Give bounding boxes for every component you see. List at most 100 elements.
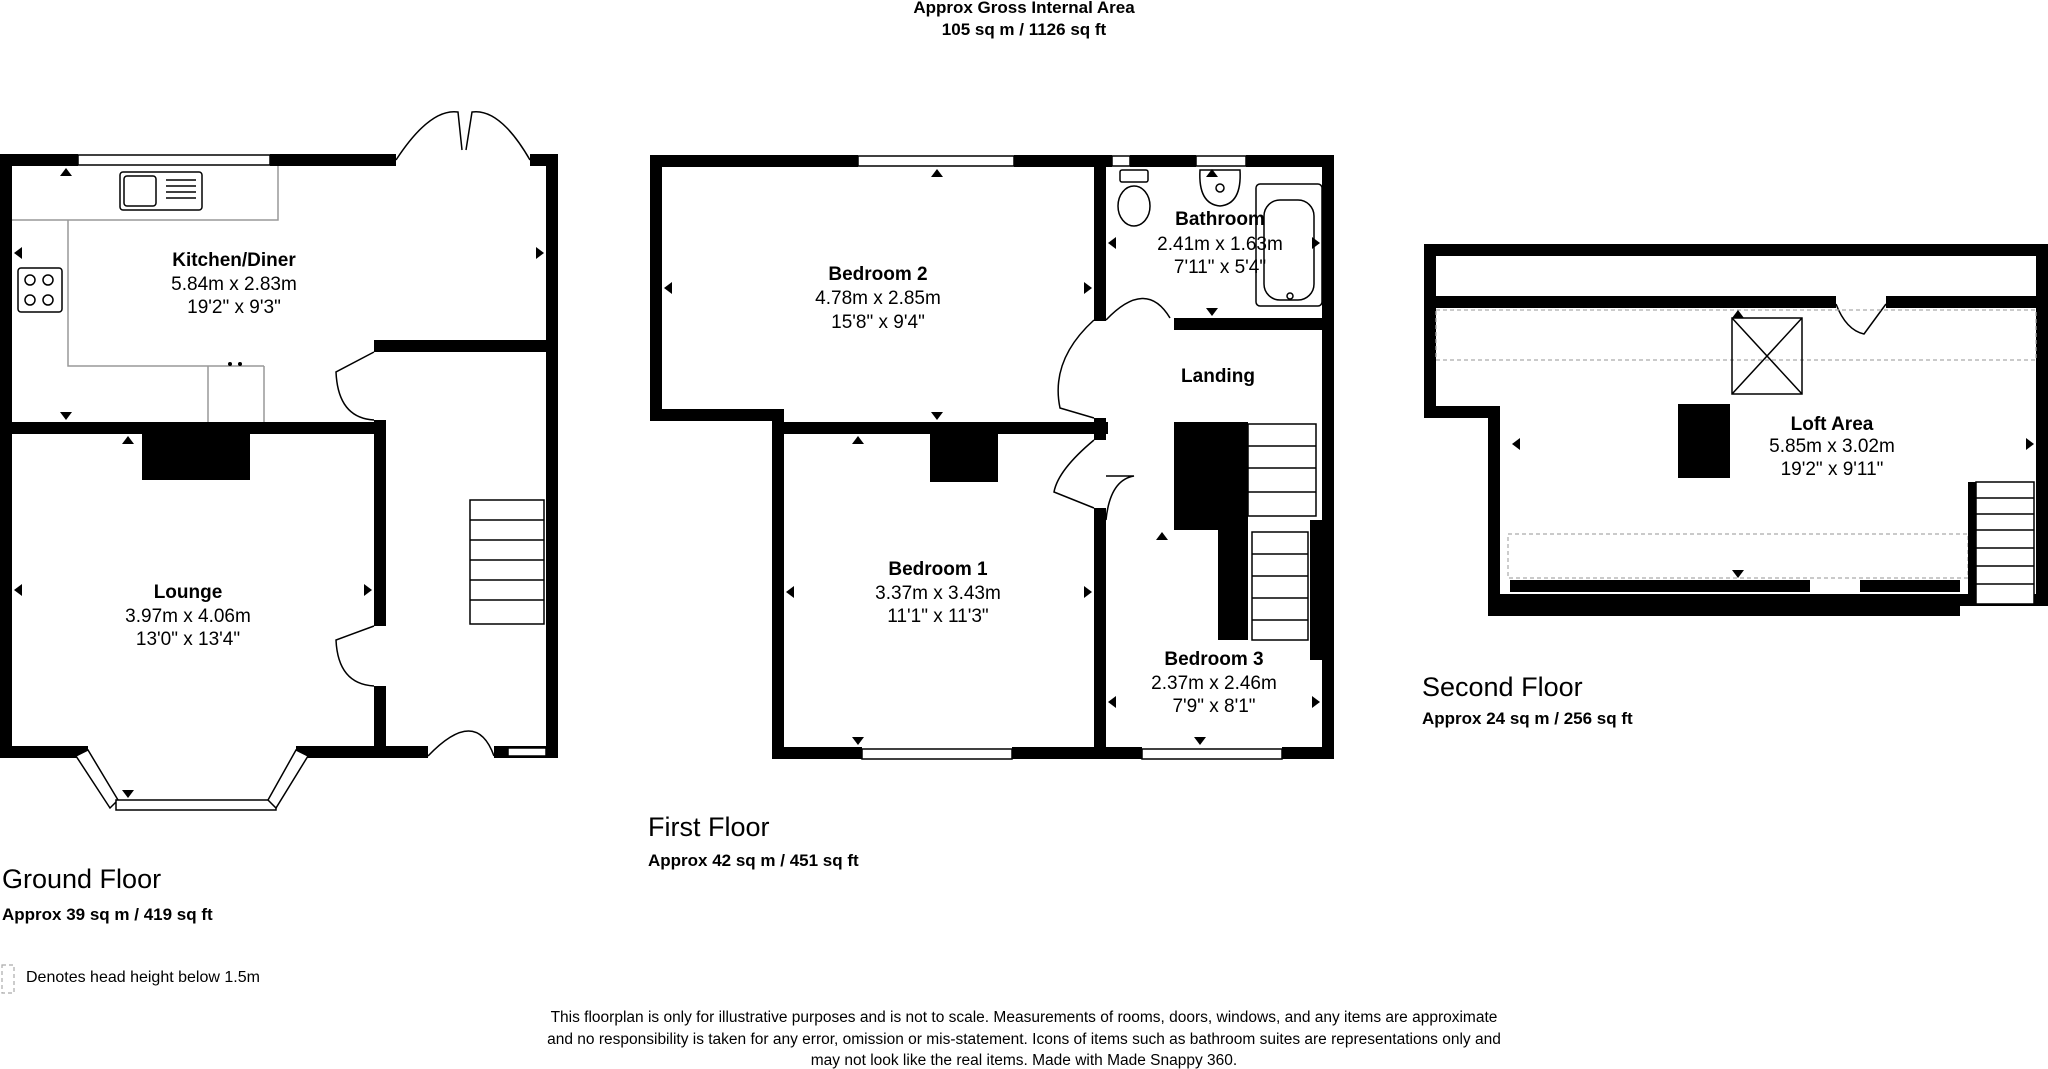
wall bbox=[1886, 296, 2036, 308]
wall bbox=[0, 154, 78, 166]
loft-metric: 5.85m x 3.02m bbox=[1769, 436, 1895, 457]
ground-staircase bbox=[469, 499, 545, 625]
bedroom2-imperial: 15'8" x 9'4" bbox=[831, 312, 925, 333]
lounge-name: Lounge bbox=[154, 582, 223, 603]
bedroom3-window bbox=[1141, 748, 1283, 760]
wall bbox=[1094, 155, 1106, 321]
landing-name: Landing bbox=[1181, 366, 1255, 387]
bathroom-name: Bathroom bbox=[1175, 209, 1265, 230]
wall bbox=[1436, 296, 1836, 308]
bedroom2-name: Bedroom 2 bbox=[828, 264, 927, 285]
bedroom1-metric: 3.37m x 3.43m bbox=[875, 583, 1001, 604]
low-headroom-zone bbox=[1435, 309, 2037, 361]
wall bbox=[1488, 406, 1500, 616]
disclaimer-line-1: This floorplan is only for illustrative … bbox=[551, 1009, 1498, 1026]
bath-icon bbox=[1255, 183, 1323, 307]
kitchen-door bbox=[335, 351, 375, 421]
stair-void bbox=[1174, 422, 1248, 530]
bathroom-metric: 2.41m x 1.63m bbox=[1157, 234, 1283, 255]
loft-staircase bbox=[1968, 481, 2035, 605]
wall bbox=[1246, 155, 1332, 167]
bedroom2-metric: 4.78m x 2.85m bbox=[815, 288, 941, 309]
appliance-icon bbox=[228, 362, 242, 366]
wall bbox=[772, 747, 862, 759]
wall bbox=[650, 155, 662, 421]
bedroom1-door bbox=[1053, 439, 1095, 509]
wall bbox=[1014, 155, 1112, 167]
second-floor-plan: Loft Area 5.85m x 3.02m 19'2" x 9'11" Se… bbox=[1422, 244, 2048, 728]
bathroom-door bbox=[1105, 297, 1171, 321]
kitchen-imperial: 19'2" x 9'3" bbox=[187, 297, 281, 318]
french-door-right bbox=[465, 111, 531, 161]
bedroom3-door bbox=[1105, 475, 1135, 521]
wall bbox=[0, 154, 12, 754]
worktop-outline bbox=[12, 166, 279, 422]
kitchen-name: Kitchen/Diner bbox=[172, 250, 296, 271]
bathroom-imperial: 7'11" x 5'4" bbox=[1174, 257, 1266, 278]
wall bbox=[1860, 580, 1960, 592]
hob-icon bbox=[17, 267, 63, 313]
bedroom2-door bbox=[1057, 319, 1095, 419]
loft-door bbox=[1835, 303, 1887, 335]
bedroom3-imperial: 7'9" x 8'1" bbox=[1172, 696, 1255, 717]
bedroom2-window bbox=[857, 155, 1015, 167]
first-measure-arrows bbox=[664, 169, 1320, 745]
lounge-imperial: 13'0" x 13'4" bbox=[136, 629, 240, 650]
wall bbox=[772, 409, 784, 759]
bedroom3-name: Bedroom 3 bbox=[1164, 649, 1263, 670]
skylight-icon bbox=[1731, 317, 1803, 395]
ground-floor-plan: Kitchen/Diner 5.84m x 2.83m 19'2" x 9'3"… bbox=[0, 111, 558, 924]
loft-name: Loft Area bbox=[1791, 414, 1874, 435]
gross-area-value: 105 sq m / 1126 sq ft bbox=[942, 20, 1107, 39]
wall bbox=[1130, 155, 1196, 167]
bathroom-window bbox=[1111, 155, 1131, 167]
wall bbox=[1488, 594, 1960, 606]
wall bbox=[1094, 508, 1106, 748]
wall bbox=[1174, 318, 1334, 330]
wall bbox=[374, 420, 386, 626]
ground-floor-name: Ground Floor bbox=[2, 864, 161, 894]
wall bbox=[374, 340, 558, 352]
wall bbox=[1424, 244, 2048, 256]
wall bbox=[1424, 406, 1500, 418]
disclaimer-line-2: and no responsibility is taken for any e… bbox=[547, 1031, 1501, 1048]
bedroom1-imperial: 11'1" x 11'3" bbox=[887, 606, 988, 627]
ground-floor-area: Approx 39 sq m / 419 sq ft bbox=[2, 905, 213, 924]
wall bbox=[270, 154, 396, 166]
stair-void bbox=[1218, 530, 1248, 640]
first-floor-name: First Floor bbox=[648, 812, 770, 842]
first-floor-area: Approx 42 sq m / 451 sq ft bbox=[648, 851, 859, 870]
wall bbox=[650, 409, 784, 421]
lounge-metric: 3.97m x 4.06m bbox=[125, 606, 251, 627]
wall bbox=[650, 155, 858, 167]
bedroom1-name: Bedroom 1 bbox=[888, 559, 988, 580]
second-floor-name: Second Floor bbox=[1422, 672, 1583, 702]
front-door-window bbox=[507, 747, 547, 757]
wall bbox=[0, 422, 386, 434]
second-measure-arrows bbox=[1512, 310, 2034, 578]
bay-window-left bbox=[74, 749, 119, 810]
bay-window-right bbox=[267, 749, 310, 810]
wall bbox=[1282, 747, 1334, 759]
wall bbox=[772, 422, 1108, 434]
loft-imperial: 19'2" x 9'11" bbox=[1781, 459, 1884, 480]
sink-icon bbox=[119, 171, 203, 211]
wall bbox=[546, 154, 558, 758]
wall bbox=[0, 746, 88, 758]
wall bbox=[1012, 747, 1142, 759]
wall bbox=[1322, 155, 1334, 759]
first-staircase bbox=[1247, 423, 1317, 641]
french-door-left bbox=[395, 111, 463, 161]
basin-icon bbox=[1199, 169, 1241, 207]
wall bbox=[1310, 520, 1324, 660]
first-floor-plan: Bedroom 2 4.78m x 2.85m 15'8" x 9'4" Bat… bbox=[648, 155, 1334, 870]
bathroom-window bbox=[1195, 155, 1247, 167]
gross-area-title: Approx Gross Internal Area bbox=[913, 0, 1135, 17]
wall bbox=[1510, 580, 1810, 592]
wall bbox=[374, 686, 386, 758]
toilet-icon bbox=[1117, 169, 1151, 227]
lounge-door bbox=[335, 625, 375, 687]
head-height-legend-label: Denotes head height below 1.5m bbox=[26, 969, 260, 986]
second-floor-area: Approx 24 sq m / 256 sq ft bbox=[1422, 709, 1633, 728]
chimney-breast bbox=[930, 434, 998, 482]
